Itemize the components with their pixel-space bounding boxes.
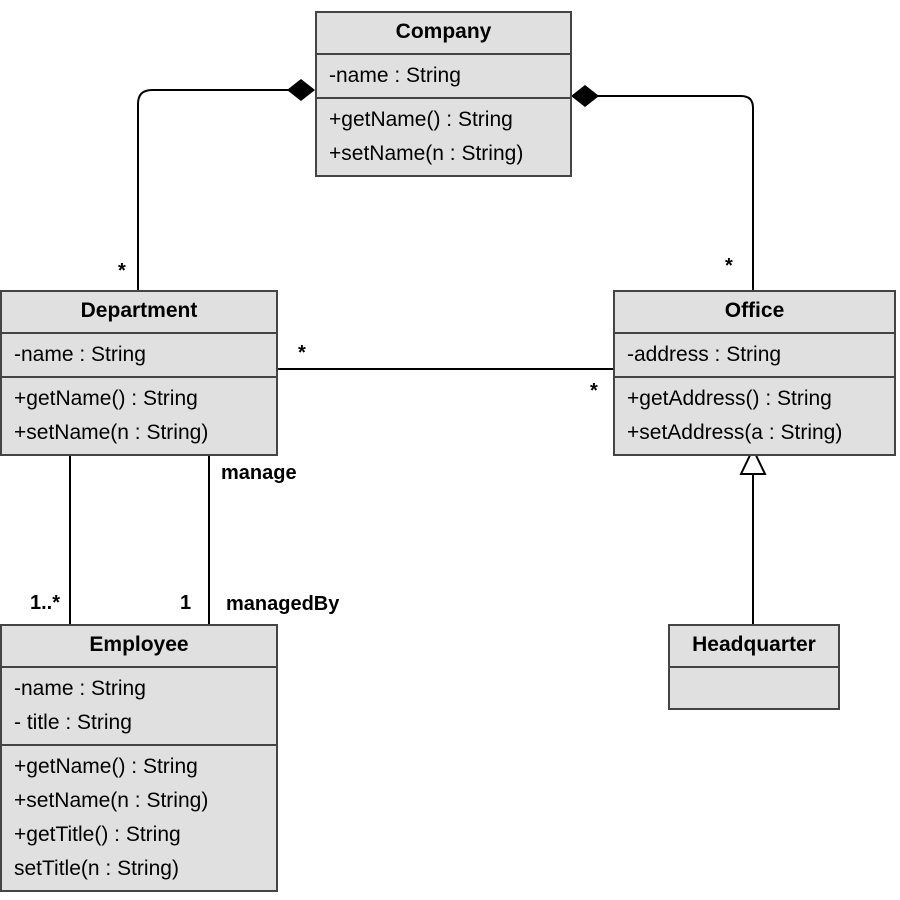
class-employee[interactable]: Employee -name : String - title : String…	[0, 624, 278, 892]
attributes-section: -name : String	[2, 334, 276, 378]
operation: +getName() : String	[14, 387, 198, 410]
attribute: -name : String	[14, 343, 146, 366]
class-headquarter[interactable]: Headquarter	[668, 624, 840, 710]
attributes-section: -address : String	[615, 334, 894, 378]
class-name: Company	[317, 13, 570, 55]
operations-section: +getName() : String +setName(n : String)	[317, 99, 570, 175]
attributes-section: -name : String - title : String	[2, 668, 276, 746]
attribute: - title : String	[14, 711, 132, 734]
multiplicity-office-association: *	[590, 380, 598, 402]
operation: +setName(n : String)	[329, 142, 524, 165]
role-label-managedby: managedBy	[226, 593, 340, 615]
operation: +setName(n : String)	[14, 789, 209, 812]
operations-section: +getName() : String +setName(n : String)	[2, 378, 276, 454]
class-name: Headquarter	[670, 626, 838, 668]
class-name: Employee	[2, 626, 276, 668]
composition-line-company-department	[137, 89, 289, 291]
operation: +getTitle() : String	[14, 823, 181, 846]
association-label-manage: manage	[221, 462, 297, 484]
operations-section: +getName() : String +setName(n : String)…	[2, 746, 276, 890]
attributes-section: -name : String	[317, 55, 570, 99]
class-name: Office	[615, 292, 894, 334]
operation: +getAddress() : String	[627, 387, 832, 410]
class-department[interactable]: Department -name : String +getName() : S…	[0, 290, 278, 456]
attribute: -address : String	[627, 343, 782, 366]
multiplicity-manager: 1	[180, 592, 192, 614]
composition-diamond-department	[287, 79, 315, 101]
operations-section: +getAddress() : String +setAddress(a : S…	[615, 378, 894, 454]
operation: +setName(n : String)	[14, 421, 209, 444]
operation: +getName() : String	[14, 755, 198, 778]
composition-line-company-office	[596, 95, 754, 291]
operation: +setAddress(a : String)	[627, 421, 843, 444]
multiplicity-office-composition: *	[725, 255, 733, 277]
class-company[interactable]: Company -name : String +getName() : Stri…	[315, 11, 572, 177]
attribute: -name : String	[329, 64, 461, 87]
multiplicity-department-association: *	[298, 342, 306, 364]
class-office[interactable]: Office -address : String +getAddress() :…	[613, 290, 896, 456]
operation: setTitle(n : String)	[14, 857, 179, 880]
multiplicity-employee: 1..*	[30, 592, 61, 614]
attribute: -name : String	[14, 677, 146, 700]
multiplicity-department-composition: *	[118, 260, 126, 282]
class-name: Department	[2, 292, 276, 334]
composition-diamond-office	[571, 85, 599, 107]
operation: +getName() : String	[329, 108, 513, 131]
generalization-triangle	[739, 446, 767, 475]
